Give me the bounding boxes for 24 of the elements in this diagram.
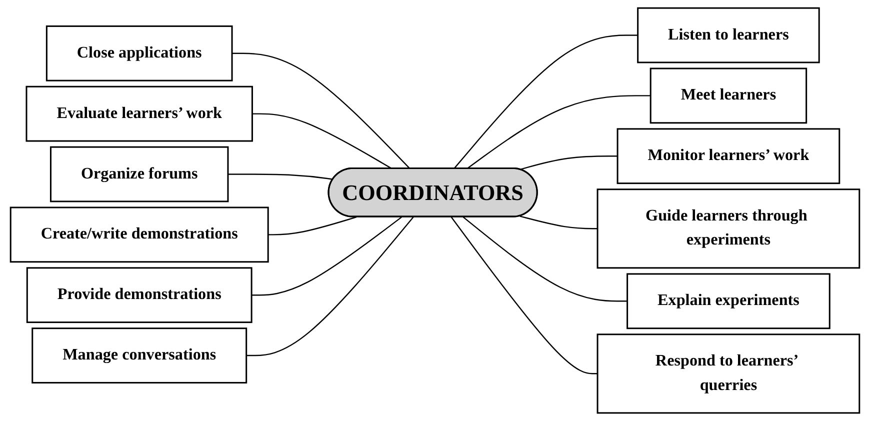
node-box: Explain experiments — [626, 273, 830, 330]
node-box: Manage conversations — [32, 328, 248, 384]
connector — [228, 174, 334, 180]
node-box: Close applications — [46, 25, 233, 82]
connector — [232, 52, 410, 170]
node-box: Create/write demonstrations — [10, 206, 269, 263]
connector — [454, 34, 638, 170]
connector — [520, 156, 618, 170]
connector — [246, 216, 414, 356]
connector — [252, 113, 392, 170]
node-box: Monitor learners’ work — [616, 128, 840, 184]
node-box: Guide learners through experiments — [596, 188, 860, 269]
connector — [462, 216, 628, 302]
connector — [466, 95, 651, 170]
node-box: Meet learners — [650, 68, 808, 124]
connector — [252, 216, 402, 296]
node-box: Listen to learners — [637, 7, 820, 64]
connector — [450, 216, 598, 374]
connector — [520, 216, 598, 230]
connector — [268, 216, 357, 236]
node-box: Evaluate learners’ work — [26, 86, 253, 142]
node-box: Provide demonstrations — [26, 267, 252, 324]
node-box: Respond to learners’ querries — [596, 334, 860, 414]
node-box: Organize forums — [50, 146, 229, 202]
